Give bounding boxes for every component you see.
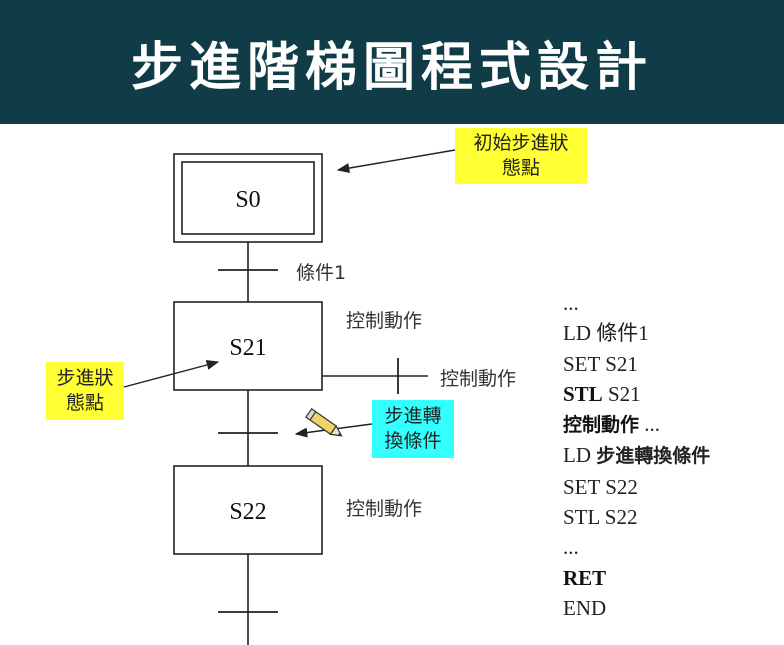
page-title: 步進階梯圖程式設計	[130, 37, 653, 98]
step-label-s0: S0	[235, 187, 260, 213]
action-s22-label: 控制動作	[346, 498, 423, 520]
action-s21-label: 控制動作	[346, 310, 423, 332]
step-label-s22: S22	[229, 499, 266, 525]
code-line-10: RET	[563, 565, 607, 590]
code-line-7: SET S22	[563, 474, 638, 499]
arrow-step	[123, 360, 220, 388]
step-label-s21: S21	[229, 335, 266, 361]
code-line-4: STL S21	[563, 381, 641, 406]
callout-step-text: 步進狀 態點	[56, 367, 114, 414]
callout-transition-text: 步進轉 換條件	[384, 405, 442, 452]
callout-initial-bg	[455, 128, 587, 184]
code-line-5: 控制動作 ...	[563, 412, 661, 437]
callout-transition-bg	[372, 400, 454, 458]
callout-step-bg	[46, 362, 124, 420]
code-line-11: END	[563, 595, 607, 620]
code-line-6: LD 步進轉換條件	[563, 443, 711, 468]
arrow-initial	[336, 149, 456, 174]
code-line-2: LD 條件1	[563, 321, 649, 346]
callout-initial-text: 初始步進狀 態點	[473, 132, 569, 179]
code-line-1: ...	[563, 291, 579, 315]
code-line-3: SET S21	[563, 351, 638, 376]
title-banner: 步進階梯圖程式設計	[0, 0, 784, 124]
action-s21-branch-label: 控制動作	[440, 368, 517, 390]
condition-1-label: 條件1	[296, 262, 347, 284]
step-box-s0-inner	[181, 161, 315, 235]
pencil-icon	[305, 408, 343, 437]
instruction-list: ... LD 條件1 SET S21 STL S21 控制動作 ... LD 步…	[563, 288, 710, 623]
code-line-9: ...	[563, 535, 579, 560]
code-line-8: STL S22	[563, 505, 638, 530]
